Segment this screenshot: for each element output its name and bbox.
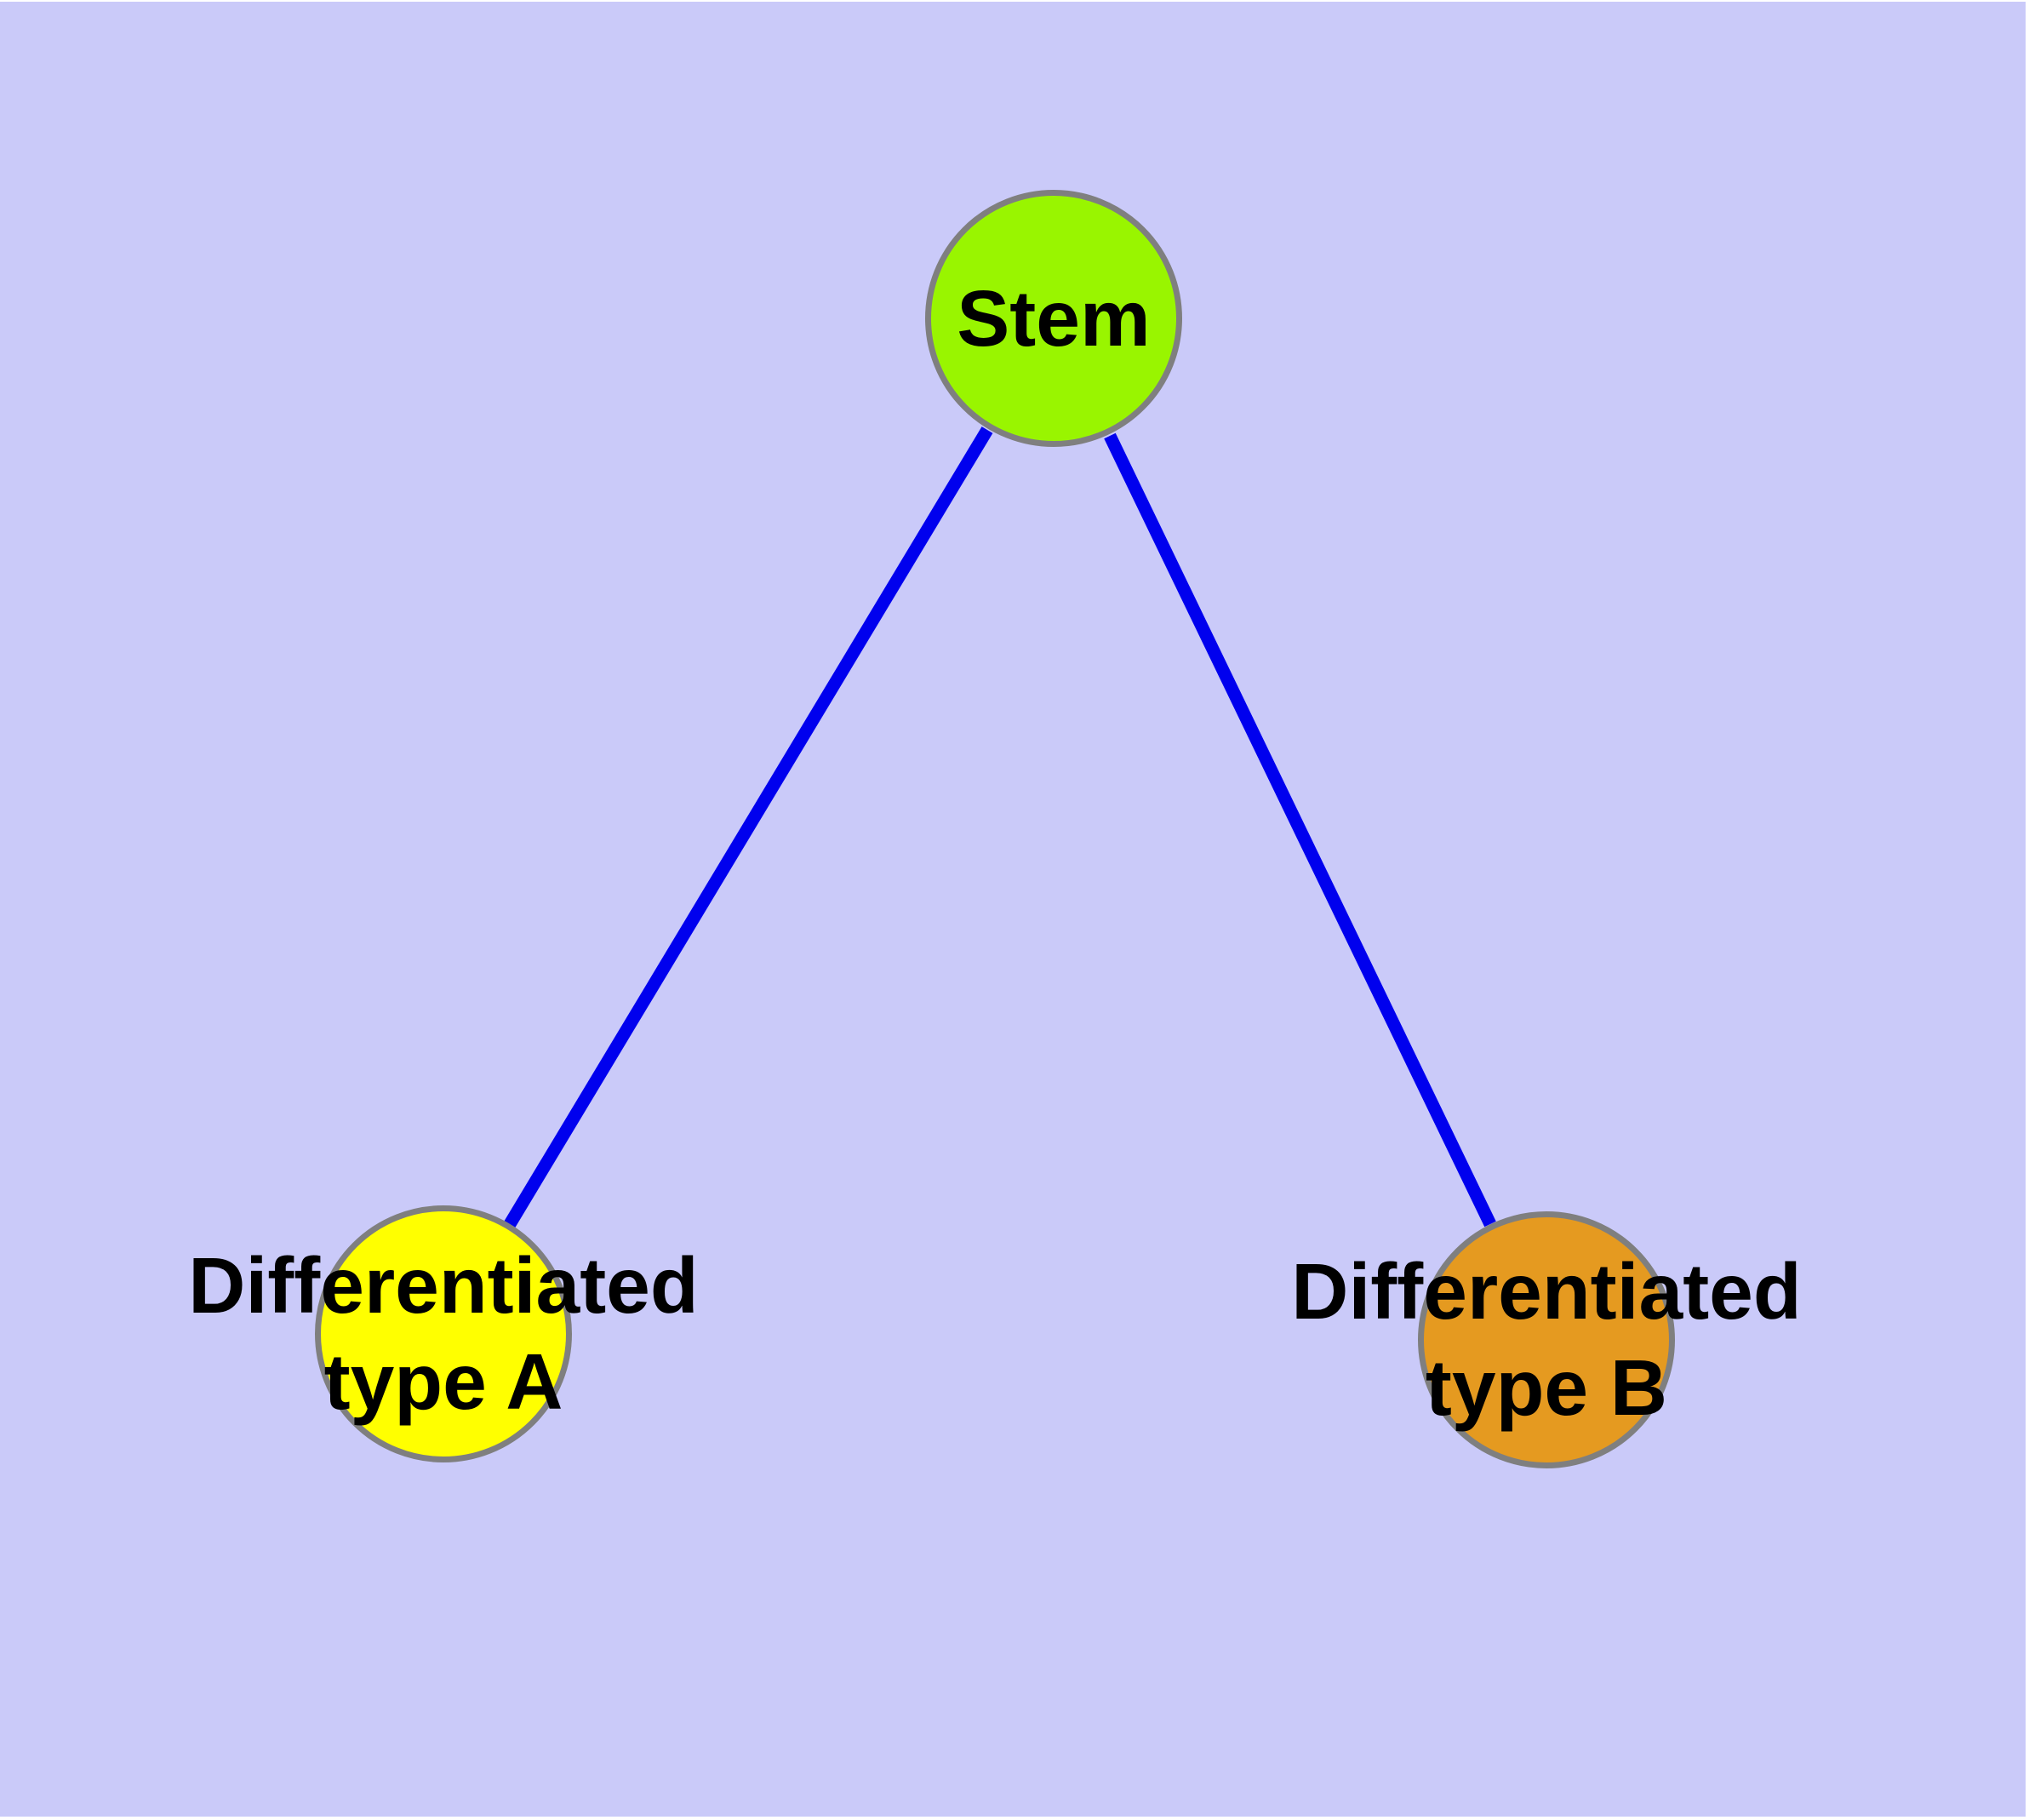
node-differentiated-type-a-label: Differentiated type A — [188, 1241, 699, 1426]
edge-stem-to-type-b — [1104, 432, 1496, 1228]
node-stem: Stem — [925, 190, 1182, 447]
node-differentiated-type-b — [1418, 1211, 1675, 1468]
node-differentiated-type-a — [315, 1205, 572, 1462]
edge-stem-to-type-a — [504, 426, 993, 1228]
node-differentiated-type-b-label: Differentiated type B — [1291, 1247, 1802, 1432]
node-stem-label: Stem — [957, 273, 1151, 363]
